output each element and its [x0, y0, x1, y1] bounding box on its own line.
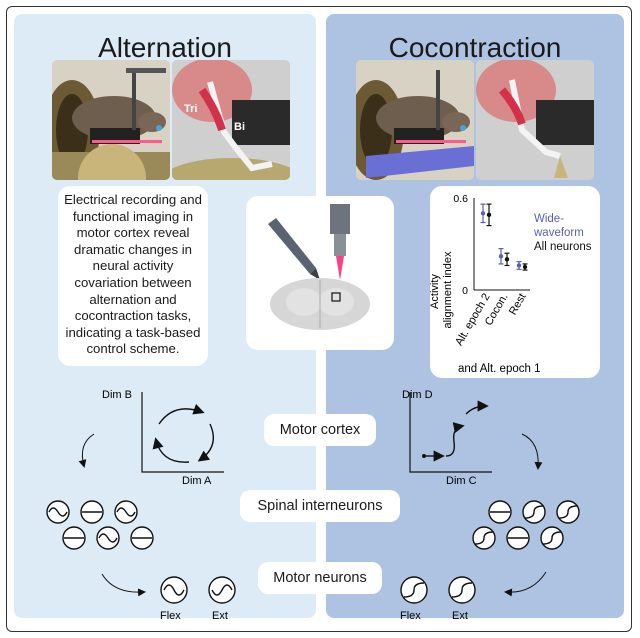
arm-cocontraction-image	[476, 60, 594, 180]
arrow-cortex-to-spinal-right	[521, 433, 543, 470]
ext-label-right: Ext	[452, 610, 468, 622]
xtick-2: Rest	[507, 292, 529, 318]
dim-c-label: Dim C	[446, 475, 477, 487]
trajectory-segment-3	[465, 400, 489, 415]
alternation-diagram: Dim B Dim A Flex Ext	[46, 389, 236, 622]
description-text: Electrical recording and functional imag…	[64, 192, 202, 357]
trajectory-segment-2	[445, 422, 465, 457]
point-0-1	[498, 254, 504, 259]
bi-label: Bi	[234, 121, 245, 133]
rat-treadmill-illustration	[52, 60, 170, 180]
chart-x-caption: and Alt. epoch 1	[458, 363, 540, 375]
forelimb-cocontraction-illustration	[476, 60, 594, 180]
brain-imaging-card	[246, 196, 394, 350]
electrode-probe	[268, 218, 316, 274]
forelimb-muscles-illustration: Tri Bi	[172, 60, 290, 180]
alignment-chart-card: Activity alignment index 0.6 0 Alt. epoc…	[429, 186, 600, 378]
spinal-interneurons-label: Spinal interneurons	[240, 490, 400, 522]
flex-label-right: Flex	[400, 610, 421, 622]
alternation-title: Alternation	[98, 32, 232, 63]
ytick-bottom: 0	[462, 285, 468, 297]
ytick-top: 0.6	[453, 193, 468, 205]
trajectory-arc-right	[197, 423, 214, 462]
rat-treadmill-image	[52, 60, 170, 180]
alternation-axes	[141, 392, 224, 473]
alignment-chart: Activity alignment index 0.6 0 Alt. epoc…	[429, 193, 592, 375]
point-1-0	[486, 212, 492, 218]
alternation-interneurons	[46, 500, 154, 550]
trajectory-arc-left	[152, 437, 190, 463]
cocontraction-title: Cocontraction	[388, 32, 562, 63]
motor-cortex-label: Motor cortex	[264, 414, 376, 446]
point-0-0	[480, 211, 486, 216]
cocontraction-interneurons	[472, 500, 580, 550]
ylabel-line2: alignment index	[442, 251, 454, 329]
motor-neurons-label: Motor neurons	[258, 562, 382, 594]
brain-probe-illustration	[268, 204, 370, 330]
laser-beam	[336, 256, 344, 280]
arrow-cortex-to-spinal	[78, 433, 95, 468]
rat-cocontraction-image	[356, 60, 474, 180]
flex-label: Flex	[160, 610, 181, 622]
arrow-spinal-to-motor	[101, 573, 146, 597]
rat-platform-illustration	[356, 60, 474, 180]
trajectory-arc-top	[158, 403, 205, 425]
cocontraction-axes	[409, 392, 492, 473]
legend-wide-line2: waveform	[533, 227, 584, 239]
arm-anatomy-image: Tri Bi	[172, 60, 290, 180]
arrow-spinal-to-motor-right	[504, 571, 547, 597]
point-1-1	[504, 257, 510, 262]
description-card: Electrical recording and functional imag…	[58, 186, 208, 366]
point-0-2	[516, 263, 522, 268]
point-1-2	[522, 264, 528, 270]
dim-a-label: Dim A	[182, 475, 212, 487]
cocontraction-diagram: Dim D Dim C Flex Ext	[400, 389, 580, 622]
tri-label: Tri	[184, 103, 197, 115]
dim-b-label: Dim B	[102, 389, 132, 401]
legend-wide-line1: Wide-	[534, 213, 564, 225]
imaging-window	[331, 292, 341, 302]
objective-lens	[330, 204, 350, 234]
alternation-panel: Alternation Tri Bi	[14, 14, 316, 622]
ext-label: Ext	[212, 610, 228, 622]
dim-d-label: Dim D	[402, 389, 433, 401]
chart-ylabel: Activity alignment index	[430, 251, 454, 329]
ylabel-line1: Activity	[430, 274, 441, 309]
legend-all-neurons: All neurons	[534, 241, 592, 253]
